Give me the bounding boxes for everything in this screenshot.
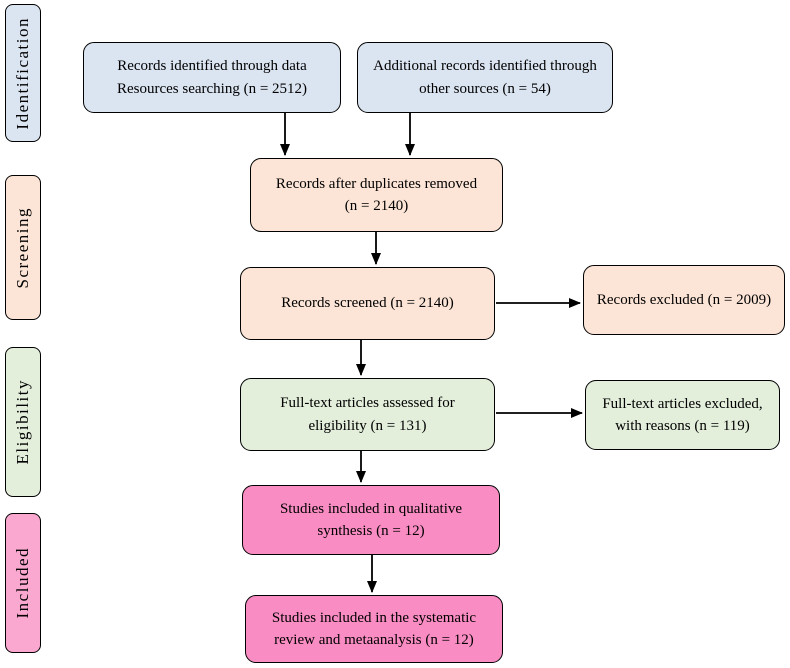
phase-label-eligibility-text: Eligibility [13,379,32,465]
flow-box-records-identified: Records identified through data Resource… [83,42,341,113]
phase-label-identification-text: Identification [13,16,32,130]
flow-box-fulltext-assessed: Full-text articles assessed for eligibil… [240,378,495,451]
phase-label-screening-text: Screening [13,206,32,289]
phase-label-identification: Identification [5,4,41,142]
flow-box-fulltext-excluded: Full-text articles excluded, with reason… [585,380,780,450]
phase-label-eligibility: Eligibility [5,347,41,497]
flow-box-qualitative-synthesis: Studies included in qualitative synthesi… [242,485,500,555]
phase-label-included-text: Included [13,547,32,619]
flow-box-after-duplicates: Records after duplicates removed (n = 21… [250,158,503,232]
flow-box-additional-records: Additional records identified through ot… [357,42,613,113]
flow-box-systematic-review: Studies included in the systematic revie… [245,595,503,663]
phase-label-screening: Screening [5,175,41,320]
phase-label-included: Included [5,513,41,653]
flow-box-records-excluded: Records excluded (n = 2009) [583,265,785,335]
flow-box-records-screened: Records screened (n = 2140) [240,267,495,340]
